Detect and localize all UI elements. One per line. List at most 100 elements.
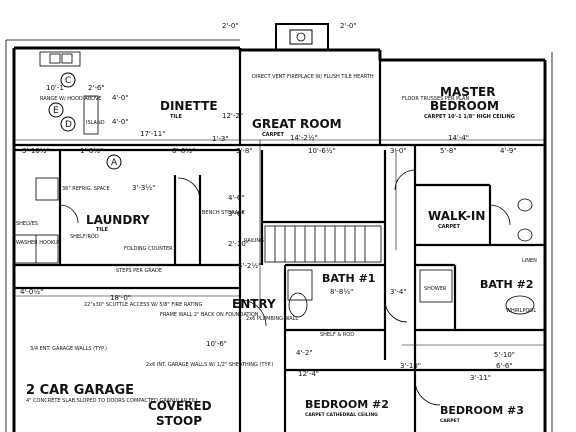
room-stoop: STOOP bbox=[156, 414, 202, 428]
interior-walls bbox=[14, 50, 545, 432]
note-range: RANGE W/ HOOD ABOVE bbox=[40, 96, 102, 102]
room-covered: COVERED bbox=[148, 399, 212, 413]
note-shelf-rod2: SHELF & ROD bbox=[320, 332, 354, 338]
dim-label: 18'-0" bbox=[110, 294, 131, 302]
dim-label: 3'-8" bbox=[236, 147, 253, 155]
room-dinette-sub: TILE bbox=[170, 114, 182, 120]
sink-counter bbox=[39, 51, 81, 67]
note-scuttle: 22"x30" SCUTTLE ACCESS W/ 5/8" FIRE RATI… bbox=[84, 302, 202, 308]
room-walk-in-sub: CARPET bbox=[438, 224, 460, 230]
note-garage-walls2: 2x6 INT. GARAGE WALLS W/ 1/2" SHEATHING … bbox=[146, 362, 273, 368]
dim-label: 3'-6" bbox=[228, 210, 245, 218]
room-great-room: GREAT ROOM bbox=[252, 117, 342, 131]
dim-label: 6'-8½" bbox=[172, 147, 195, 155]
outer-lines bbox=[5, 39, 553, 432]
room-bedroom3-sub: CARPET bbox=[440, 418, 461, 424]
dim-label: 4'-2" bbox=[296, 349, 313, 357]
note-island: ISLAND bbox=[86, 120, 105, 126]
dim-label: 14'-4" bbox=[448, 134, 469, 142]
marker-c-icon bbox=[60, 72, 76, 88]
note-steps: STEPS PER GRADE bbox=[116, 268, 162, 274]
annotation-notes: DIRECT VENT FIREPLACE W/ FLUSH TILE HEAR… bbox=[16, 74, 537, 404]
dim-label: 5'-2½" bbox=[238, 262, 261, 270]
note-shower: SHOWER bbox=[424, 286, 447, 292]
note-railing: RAILING bbox=[244, 238, 264, 244]
dim-label: 4'-0" bbox=[112, 94, 129, 102]
note-folding: FOLDING COUNTER bbox=[124, 246, 173, 252]
note-garage-floor: 4" CONCRETE SLAB SLOPED TO DOORS COMPACT… bbox=[26, 398, 199, 404]
door-swing bbox=[394, 169, 416, 191]
whirlpool-tub-icon bbox=[505, 295, 535, 315]
room-master-sub: CARPET 10'-1 1/8" HIGH CEILING bbox=[424, 114, 515, 120]
note-shelves: SHELVES bbox=[16, 221, 38, 227]
room-laundry-sub: TILE bbox=[96, 227, 108, 233]
sink-bowl bbox=[49, 53, 61, 64]
room-labels: DINETTE TILE GREAT ROOM CARPET MASTER BE… bbox=[26, 85, 533, 428]
door-swing bbox=[59, 204, 79, 224]
sink-icon bbox=[517, 228, 533, 242]
dim-label: 1'-8½" bbox=[80, 147, 103, 155]
dim-label: 10'-6½" bbox=[308, 147, 336, 155]
dim-label: 17'-11" bbox=[140, 130, 165, 138]
door-swing bbox=[384, 299, 408, 323]
dim-label: 4'-9" bbox=[500, 147, 517, 155]
room-master-1: MASTER bbox=[440, 85, 496, 99]
marker-a: A bbox=[111, 158, 118, 168]
dim-label: 3'-4" bbox=[390, 288, 407, 296]
stairs bbox=[264, 225, 382, 263]
dim-label: 5'-8" bbox=[440, 147, 457, 155]
dim-label: 2'-0" bbox=[340, 22, 357, 30]
dim-label: 2'-10" bbox=[228, 240, 249, 248]
note-garage-wall: 3/4 ENT. GARAGE WALLS (TYP.) bbox=[30, 346, 107, 352]
door-swings bbox=[59, 169, 511, 406]
dim-label: 14'-2½" bbox=[290, 134, 318, 142]
marker-d-icon bbox=[60, 116, 76, 132]
dim-label: 3'-0" bbox=[390, 147, 407, 155]
fireplace-insert bbox=[289, 29, 313, 45]
door-swing bbox=[414, 379, 441, 406]
door-swing bbox=[489, 204, 511, 226]
note-shelf-rod: SHELF/ROD bbox=[70, 234, 99, 240]
dim-label: 2'-6" bbox=[88, 84, 105, 92]
dim-label: 3'-10½" bbox=[22, 147, 50, 155]
marker-c: C bbox=[65, 76, 71, 86]
dim-label: 10'-6" bbox=[206, 340, 227, 348]
tub bbox=[287, 269, 313, 301]
bath-fixtures bbox=[287, 198, 535, 318]
door-swing bbox=[177, 177, 201, 201]
dim-label: 12'-2" bbox=[222, 112, 243, 120]
dim-label: 4'-6" bbox=[228, 194, 245, 202]
room-laundry: LAUNDRY bbox=[86, 213, 150, 227]
sink-bowl bbox=[61, 53, 73, 64]
dim-label: 2'-0" bbox=[222, 22, 239, 30]
toilet-icon bbox=[288, 292, 308, 318]
fireplace bbox=[275, 23, 329, 51]
dim-label: 3'-11" bbox=[470, 374, 491, 382]
door-swing-entry bbox=[239, 299, 267, 327]
dim-label: 5'-10" bbox=[494, 351, 515, 359]
marker-a-icon bbox=[106, 154, 122, 170]
room-walk-in: WALK-IN bbox=[428, 209, 485, 223]
note-plumbing: 2x6 PLUMBING WALL bbox=[246, 316, 298, 322]
note-bench: BENCH STORAGE bbox=[202, 210, 245, 216]
room-bedroom3: BEDROOM #3 bbox=[440, 404, 524, 417]
room-bath2: BATH #2 bbox=[480, 278, 533, 291]
room-master-2: BEDROOM bbox=[430, 99, 499, 113]
marker-e: E bbox=[53, 106, 59, 116]
room-garage: 2 CAR GARAGE bbox=[26, 383, 134, 398]
dim-label: 6'-6" bbox=[496, 362, 513, 370]
dim-label: 1'-3" bbox=[212, 135, 229, 143]
dim-label: 4'-0" bbox=[112, 118, 129, 126]
dim-label: 3'-3½" bbox=[132, 184, 155, 192]
room-bedroom2: BEDROOM #2 bbox=[305, 398, 389, 411]
fireplace-vent-icon bbox=[296, 32, 306, 42]
room-bath1: BATH #1 bbox=[322, 272, 375, 285]
marker-e-icon bbox=[48, 102, 64, 118]
sink-icon bbox=[517, 198, 533, 212]
dim-label: 4'-0½" bbox=[20, 288, 43, 296]
shower-stall bbox=[419, 269, 453, 303]
room-entry: ENTRY bbox=[232, 297, 276, 311]
refrigerator bbox=[35, 177, 59, 201]
